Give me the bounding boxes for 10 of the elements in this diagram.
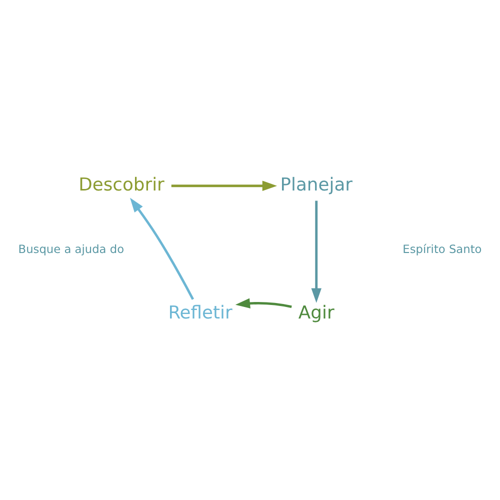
label: Busque a ajuda do — [18, 242, 124, 256]
arrow — [130, 198, 194, 300]
node-text: Planejar — [280, 174, 352, 196]
node-text: Refletir — [168, 302, 232, 324]
arrow — [235, 298, 292, 308]
arrow — [171, 180, 277, 191]
node-text: Descobrir — [78, 174, 164, 196]
arrow — [311, 200, 322, 303]
label: Espírito Santo — [402, 242, 482, 256]
node-text: Agir — [298, 302, 334, 324]
